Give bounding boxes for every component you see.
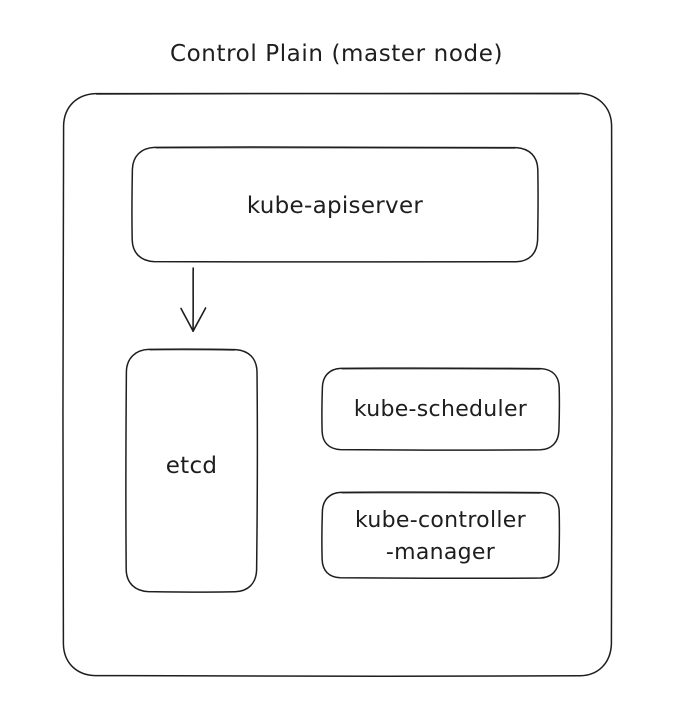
control-plane-container[interactable] bbox=[62, 92, 613, 677]
node-label-etcd: etcd bbox=[165, 453, 218, 479]
node-kube-apiserver-shape[interactable] bbox=[131, 146, 539, 263]
node-kube-controller-manager-shape[interactable] bbox=[321, 491, 561, 580]
node-kube-scheduler-shape[interactable] bbox=[321, 367, 561, 451]
node-label-kube-scheduler: kube-scheduler bbox=[353, 397, 528, 422]
node-label-kube-controller-manager-line1: kube-controller bbox=[355, 508, 526, 533]
node-label-kube-controller-manager: kube-controller -manager bbox=[322, 505, 559, 569]
node-etcd-shape[interactable] bbox=[125, 348, 259, 593]
page-title: Control Plain (master node) bbox=[169, 41, 504, 67]
node-label-kube-controller-manager-line2: -manager bbox=[385, 539, 496, 565]
edge-apiserver-to-etcd[interactable] bbox=[180, 267, 207, 332]
node-label-kube-apiserver: kube-apiserver bbox=[246, 193, 424, 219]
